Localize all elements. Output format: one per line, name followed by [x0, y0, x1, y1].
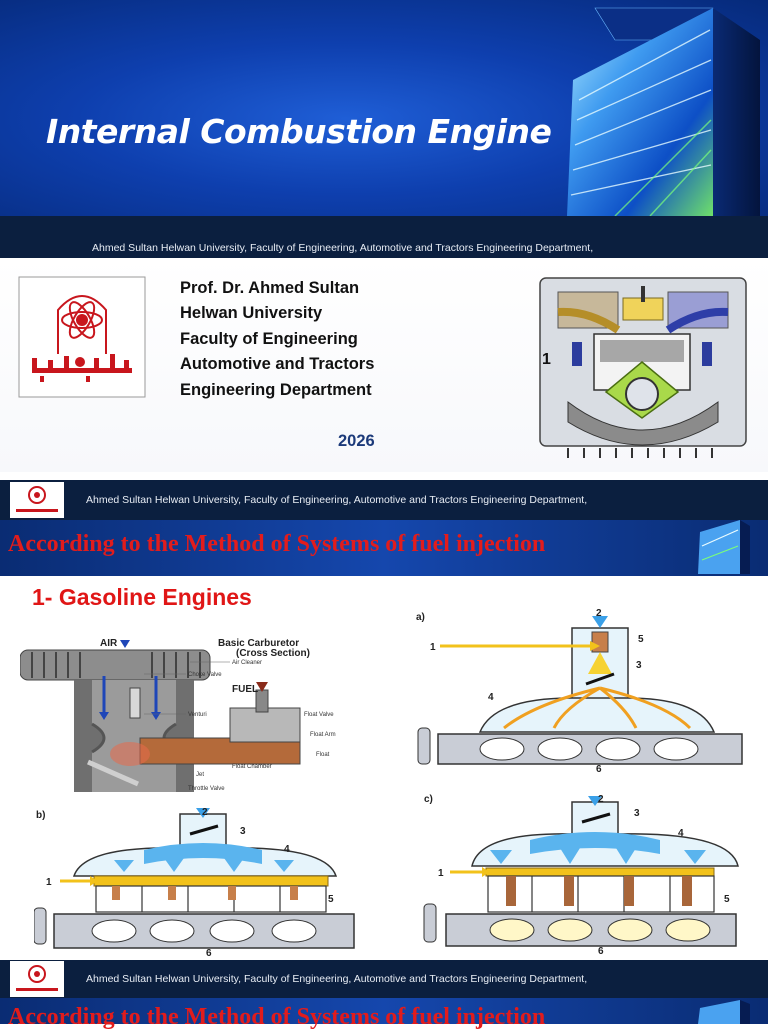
diagram-a-num-4: 4 [488, 692, 494, 703]
fuel-label: FUEL [232, 684, 258, 695]
callout-venturi: Venturi [188, 712, 207, 718]
engine-label: 1 [542, 351, 551, 368]
callout-jet: Jet [196, 772, 204, 778]
air-label: AIR [100, 638, 118, 649]
light-cube-graphic [698, 1000, 750, 1024]
footer-logo-icon [10, 961, 64, 997]
injection-diagram-b: b) 1 2 3 4 5 6 [34, 806, 356, 956]
callout-choke-valve: Choke Valve [188, 672, 222, 678]
diagram-b-num-1: 1 [46, 877, 52, 888]
diagram-c-num-2: 2 [598, 794, 604, 805]
slide2-footer: Ahmed Sultan Helwan University, Faculty … [0, 480, 768, 520]
info-department-line1: Automotive and Tractors [180, 355, 375, 373]
slide1-title-band [0, 0, 768, 216]
injection-diagram-a: a) 1 2 3 4 5 6 [414, 608, 748, 776]
engine-cutaway-icon: 1 [539, 277, 747, 458]
slide1-footer: Ahmed Sultan Helwan University, Faculty … [0, 216, 768, 258]
info-name: Prof. Dr. Ahmed Sultan [180, 279, 360, 297]
callout-float-chamber: Float Chamber [232, 764, 272, 770]
diagram-a-num-6: 6 [596, 764, 602, 775]
diagram-a-tag: a) [416, 612, 425, 623]
diagram-a-num-5: 5 [638, 634, 644, 645]
diagram-b-num-4: 4 [284, 844, 290, 855]
diagram-c-num-6: 6 [598, 946, 604, 956]
diagram-b-num-2: 2 [202, 807, 208, 818]
callout-float-valve: Float Valve [304, 712, 334, 718]
slide3-footer: Ahmed Sultan Helwan University, Faculty … [0, 960, 768, 998]
carburetor-subtitle: (Cross Section) [236, 648, 310, 659]
callout-float: Float [316, 752, 330, 758]
diagram-b-num-6: 6 [206, 948, 212, 956]
light-cube-graphic [698, 520, 750, 574]
callout-throttle-valve: Throttle Valve [188, 786, 225, 792]
carburetor-title: Basic Carburetor [218, 638, 299, 649]
diagram-c-num-5: 5 [724, 894, 730, 905]
diagram-c-tag: c) [424, 794, 433, 805]
university-logo [18, 276, 146, 398]
footer-logo-icon [10, 482, 64, 518]
diagram-a-num-2: 2 [596, 608, 602, 619]
slide2-subtitle: 1- Gasoline Engines [32, 584, 252, 610]
callout-air-cleaner: Air Cleaner [232, 660, 262, 666]
slide2-header-bar [0, 520, 768, 576]
diagram-b-num-3: 3 [240, 826, 246, 837]
slide2-header: According to the Method of Systems of fu… [8, 531, 546, 557]
injection-diagram-c: c) 1 2 3 4 5 6 [420, 790, 750, 956]
diagram-b-tag: b) [36, 810, 45, 821]
footer-text: Ahmed Sultan Helwan University, Faculty … [92, 242, 594, 254]
slide1-title: Internal Combustion Engine [46, 112, 552, 151]
info-university: Helwan University [180, 304, 323, 322]
diagram-c-num-4: 4 [678, 828, 684, 839]
diagram-a-num-1: 1 [430, 642, 436, 653]
slide3-header: According to the Method of Systems of fu… [8, 1004, 546, 1030]
light-cube-graphic [567, 7, 760, 216]
carburetor-diagram: AIR Basic Carburetor (Cross Section) FUE… [20, 634, 356, 792]
slide3-header-bar [0, 998, 768, 1024]
diagram-b-num-5: 5 [328, 894, 334, 905]
diagram-c-num-1: 1 [438, 868, 444, 879]
callout-float-arm: Float Arm [310, 732, 336, 738]
footer-text: Ahmed Sultan Helwan University, Faculty … [86, 973, 588, 985]
year-label: 2026 [338, 432, 375, 450]
diagram-c-num-3: 3 [634, 808, 640, 819]
diagram-a-num-3: 3 [636, 660, 642, 671]
info-department-line2: Engineering Department [180, 381, 372, 399]
info-faculty: Faculty of Engineering [180, 330, 358, 348]
footer-text: Ahmed Sultan Helwan University, Faculty … [86, 494, 588, 506]
